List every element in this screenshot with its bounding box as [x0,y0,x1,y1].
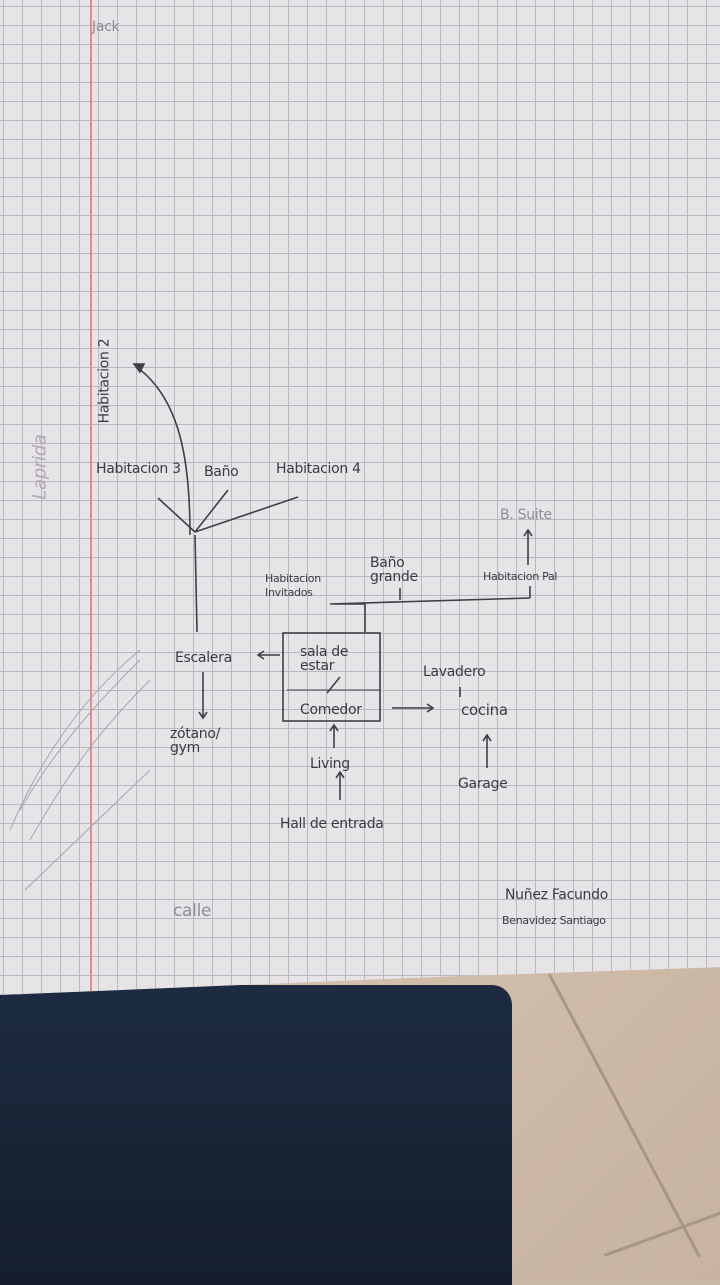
label-sotano-gym: zótano/ gym [170,726,221,756]
label-habitacion-4: Habitacion 4 [276,461,361,477]
arrow-to-cocina [392,703,435,713]
label-sala-de-estar: sala de estar [300,644,349,674]
arrow-b-suite [523,528,533,565]
label-calle: calle [173,901,212,921]
pencil-scribble [9,649,151,891]
label-lavadero: Lavadero [423,664,486,680]
label-hall-de-entrada: Hall de entrada [280,816,384,832]
label-comedor: Comedor [300,702,362,718]
diagram-connectors [9,363,533,891]
label-garage: Garage [458,776,508,792]
margin-line [90,0,92,995]
label-living: Living [310,756,350,772]
label-habitacion-principal: Habitacion Pal [483,570,558,583]
margin-note: Laprida [29,434,51,500]
label-cocina: cocina [461,701,508,719]
header-note: Jack [92,19,120,35]
arrow-hall-to-living [335,770,345,800]
slash [326,676,341,694]
line-to-bano [194,489,229,533]
sala-comedor-box [282,632,381,722]
author-name: Benavidez Santiago [502,914,606,927]
author-name: Nuñez Facundo [505,887,608,903]
label-habitacion-invitados: Habitacion Invitados [265,572,321,599]
label-bano: Baño [204,464,239,480]
line-to-habitacion-3 [157,497,196,533]
label-habitacion-3: Habitacion 3 [96,461,181,477]
arrow-to-sotano [198,672,208,720]
curve-to-habitacion-2 [137,367,191,536]
graph-paper-sheet: Jack Laprida Habitacion 2 Habitacion 3 B… [0,0,720,995]
arrow-from-garage [482,733,492,768]
label-bano-grande: Baño grande [370,555,418,585]
label-bano-suite: B. Suite [500,507,552,523]
arrowhead [132,363,146,374]
label-escalera: Escalera [175,650,232,666]
dark-cloth [0,985,512,1285]
label-habitacion-2: Habitacion 2 [96,338,113,424]
line-to-habitacion-4 [194,496,299,533]
arrow-living-to-comedor [329,723,339,748]
line-invitados-branch [335,603,366,632]
arrow-to-escalera [256,650,280,660]
line-upper-hall [329,597,531,605]
stair-trunk [194,534,198,633]
